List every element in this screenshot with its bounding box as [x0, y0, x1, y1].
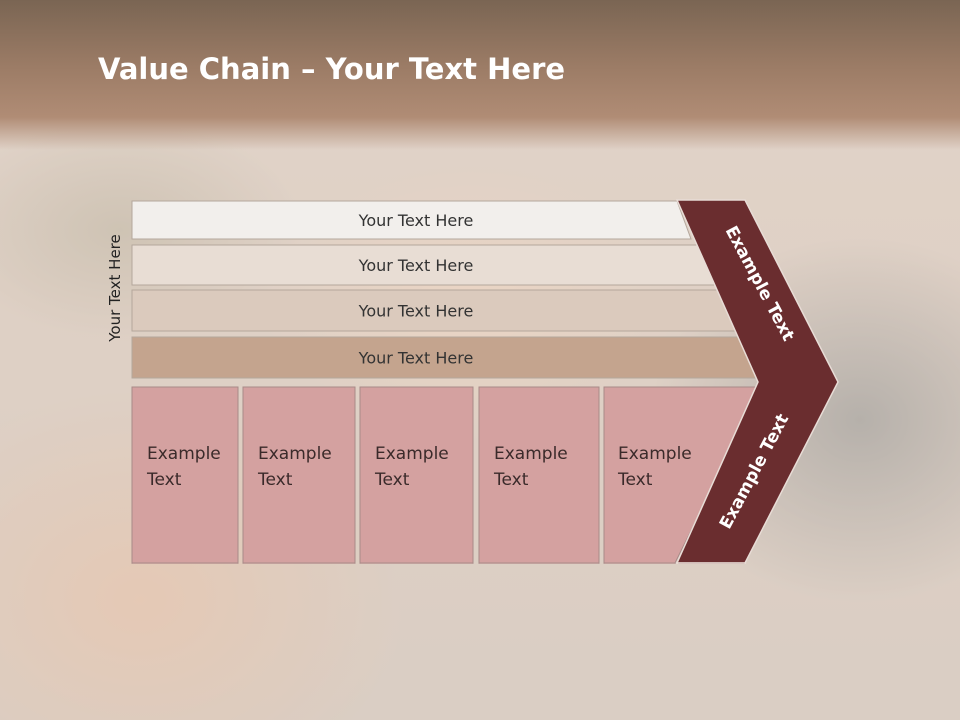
primary-cell-line1: Example: [147, 444, 221, 464]
cell-reflection-line2: Text: [146, 636, 182, 656]
cell-reflection-line1: Example: [618, 662, 692, 682]
support-bar-label: Your Text Here: [358, 302, 474, 321]
primary-cell-line1: Example: [375, 444, 449, 464]
primary-cell-line2: Text: [374, 470, 410, 490]
title-bold: Value Chain: [98, 52, 291, 86]
primary-cell-line1: Example: [618, 444, 692, 464]
cell-reflection-line2: Text: [617, 636, 653, 656]
cell-reflection: [242, 562, 356, 720]
primary-cell-line1: Example: [494, 444, 568, 464]
primary-cell-line2: Text: [493, 470, 529, 490]
primary-cell-line2: Text: [617, 470, 653, 490]
chevron-reflection: [675, 562, 827, 720]
cell-reflection: [603, 562, 754, 720]
slide-title: Value Chain – Your Text Here: [98, 52, 565, 96]
primary-cell-line1: Example: [258, 444, 332, 464]
cell-reflection-line1: Example: [147, 662, 221, 682]
support-bar-label: Your Text Here: [358, 256, 474, 275]
cell-reflection-line2: Text: [374, 636, 410, 656]
cell-reflection-line1: Example: [375, 662, 449, 682]
primary-cell: [242, 386, 356, 564]
title-rest: – Your Text Here: [290, 52, 566, 86]
primary-cell: [478, 386, 600, 564]
header-band: [0, 0, 960, 150]
cell-reflection-line1: Example: [258, 662, 332, 682]
primary-cell-line2: Text: [146, 470, 182, 490]
cell-reflection-line1: Example: [494, 662, 568, 682]
cell-reflection-line2: Text: [493, 636, 529, 656]
cell-reflection: [478, 562, 600, 720]
support-bar: [131, 200, 692, 240]
primary-cell-line2: Text: [257, 470, 293, 490]
cell-reflection: [131, 562, 239, 720]
support-bar-label: Your Text Here: [358, 349, 474, 368]
primary-cell: [131, 386, 239, 564]
margin-chevron: [675, 199, 839, 564]
support-bar-label: Your Text Here: [358, 211, 474, 230]
cell-reflection: [359, 562, 474, 720]
cell-reflection-line2: Text: [257, 636, 293, 656]
primary-cell: [359, 386, 474, 564]
